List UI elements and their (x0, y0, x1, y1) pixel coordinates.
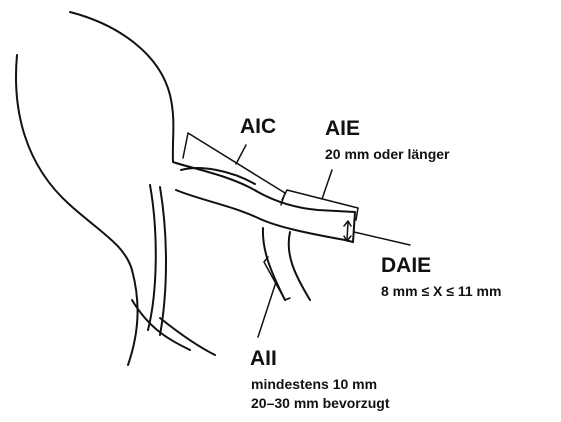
aortic-inner-wall (181, 168, 255, 184)
aie-lower-wall (176, 190, 353, 242)
aic-label: AIC (240, 116, 276, 137)
aii-length-note-preferred: 20–30 mm bevorzugt (251, 396, 390, 410)
left-iliac-outer (148, 185, 156, 330)
daie-pointer (354, 232, 410, 245)
aii-length-note-min: mindestens 10 mm (251, 377, 377, 391)
daie-label: DAIE (381, 255, 431, 276)
aie-vessel-end (353, 212, 355, 242)
aneurysm-left-wall (16, 55, 138, 365)
aie-label: AIE (325, 118, 360, 139)
aneurysm-outline (70, 12, 355, 212)
aic-pointer (236, 145, 246, 164)
aii-label: AII (250, 348, 277, 369)
aii-pointer (258, 282, 276, 337)
left-iliac-inner (160, 187, 166, 335)
aii-inner-wall (289, 232, 310, 300)
aie-pointer (322, 170, 332, 199)
daie-diameter-note: 8 mm ≤ X ≤ 11 mm (381, 284, 501, 298)
daie-diameter-arrow (347, 222, 348, 240)
aie-length-note: 20 mm oder länger (325, 147, 450, 161)
